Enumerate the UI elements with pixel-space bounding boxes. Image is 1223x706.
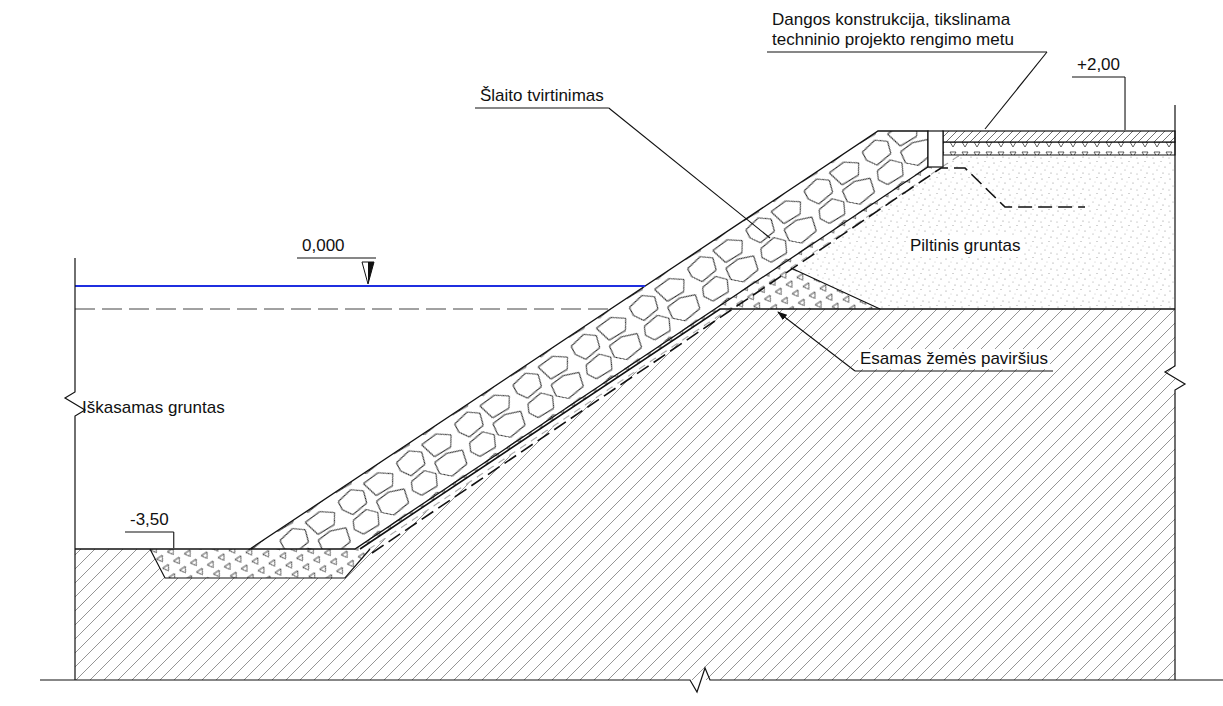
label-underline [125, 531, 174, 532]
slope-riprap [250, 131, 928, 549]
break-line-bottom [40, 668, 1223, 692]
level-mark: -3,50 [128, 510, 171, 530]
leader-line [609, 108, 770, 238]
level-marker [362, 262, 374, 284]
break-line-left [65, 258, 85, 680]
soil-label: Piltinis gruntas [908, 236, 1023, 256]
leader-line [173, 532, 174, 548]
existing-ground-line [360, 309, 1175, 549]
soil-label: Iškasamas gruntas [80, 398, 227, 418]
low-water-dashed [75, 309, 610, 310]
leader-line [1124, 77, 1125, 130]
pavement-base [943, 142, 1175, 155]
pavement-note: Dangos konstrukcija, tikslinama technini… [770, 10, 1044, 50]
label-underline [1072, 76, 1125, 77]
label-underline [767, 51, 1047, 52]
water-level [75, 285, 645, 287]
label-underline [297, 257, 376, 258]
slope-note: Šlaito tvirtinimas [478, 86, 606, 106]
level-marker-fill [368, 262, 374, 284]
leader-line [985, 52, 1047, 129]
leader-line [778, 312, 855, 371]
level-mark: +2,00 [1075, 55, 1122, 75]
pavement-surface [943, 131, 1175, 142]
label-underline [475, 107, 609, 108]
ground-note: Esamas žemės paviršius [858, 349, 1050, 369]
level-mark: 0,000 [300, 236, 347, 256]
label-underline [855, 370, 1053, 371]
break-line-right [1165, 105, 1185, 680]
geotextile-line [372, 168, 1085, 553]
curb-stone [928, 131, 943, 167]
excavation-bottom [75, 548, 250, 550]
